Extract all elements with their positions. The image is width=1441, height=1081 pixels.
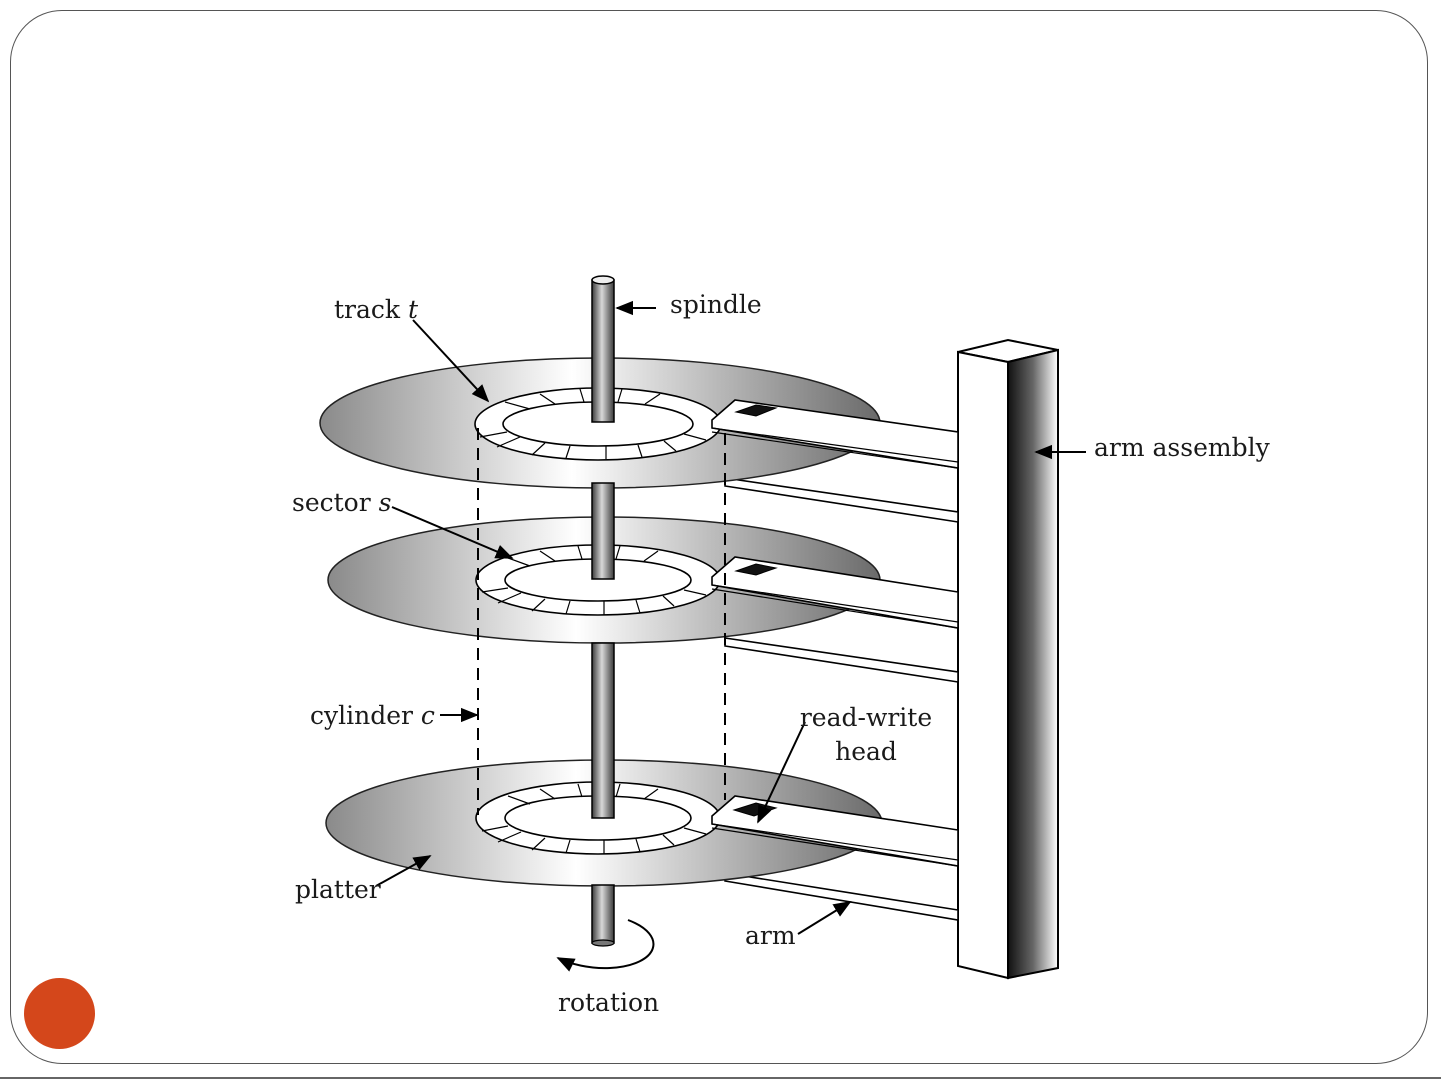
spindle-label: spindle [670,290,762,319]
read-write-head-label-line2: head [835,737,897,766]
arm-label: arm [745,921,796,950]
arm-pointer [798,902,850,934]
read-write-head-label-line1: read-write [800,703,932,732]
track-label: track t [334,295,419,324]
arm-assembly-label: arm assembly [1094,433,1271,462]
rotation-label: rotation [558,988,659,1017]
sector-label: sector s [292,488,391,517]
cylinder-label: cylinder c [310,701,435,730]
arm-assembly-pillar [958,340,1058,978]
platter-label: platter [295,875,381,904]
